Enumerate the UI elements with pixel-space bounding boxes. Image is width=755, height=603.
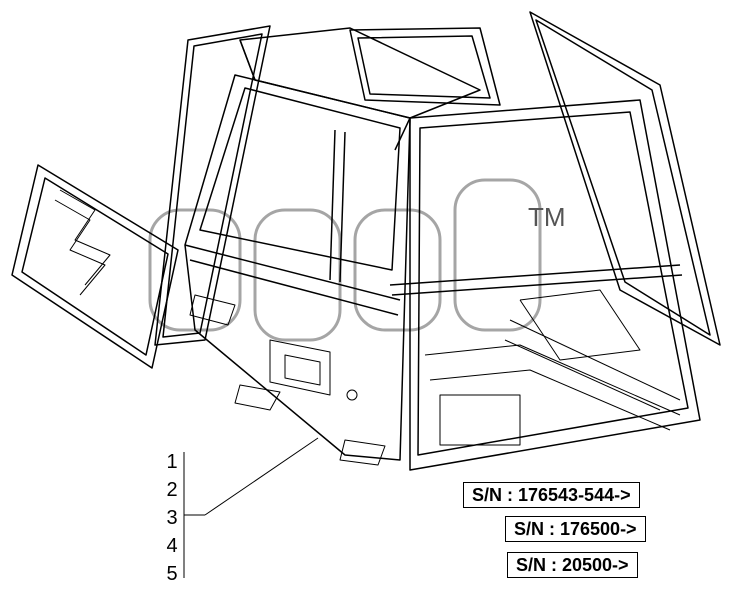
callout-1: 1: [166, 451, 178, 473]
cab-floor: [424, 289, 681, 446]
cab-lower-panels: [189, 294, 386, 466]
rear-window-panel: [529, 11, 721, 346]
callout-leader: [183, 437, 319, 578]
callout-4: 4: [166, 535, 178, 557]
cab-front-frame: [389, 99, 701, 471]
watermark-tm: TM: [528, 202, 566, 232]
door-window-panel: [11, 164, 179, 369]
callout-2: 2: [166, 479, 178, 501]
serial-number-2: S/N : 176500->: [505, 516, 646, 542]
cab-roof: [239, 27, 481, 151]
serial-number-1: S/N : 176543-544->: [463, 482, 640, 508]
serial-number-3: S/N : 20500->: [507, 552, 638, 578]
cab-body: [184, 74, 411, 461]
watermark-logo: [148, 178, 542, 342]
callout-5: 5: [166, 563, 178, 585]
rear-frame: [349, 27, 501, 106]
callout-3: 3: [166, 507, 178, 529]
